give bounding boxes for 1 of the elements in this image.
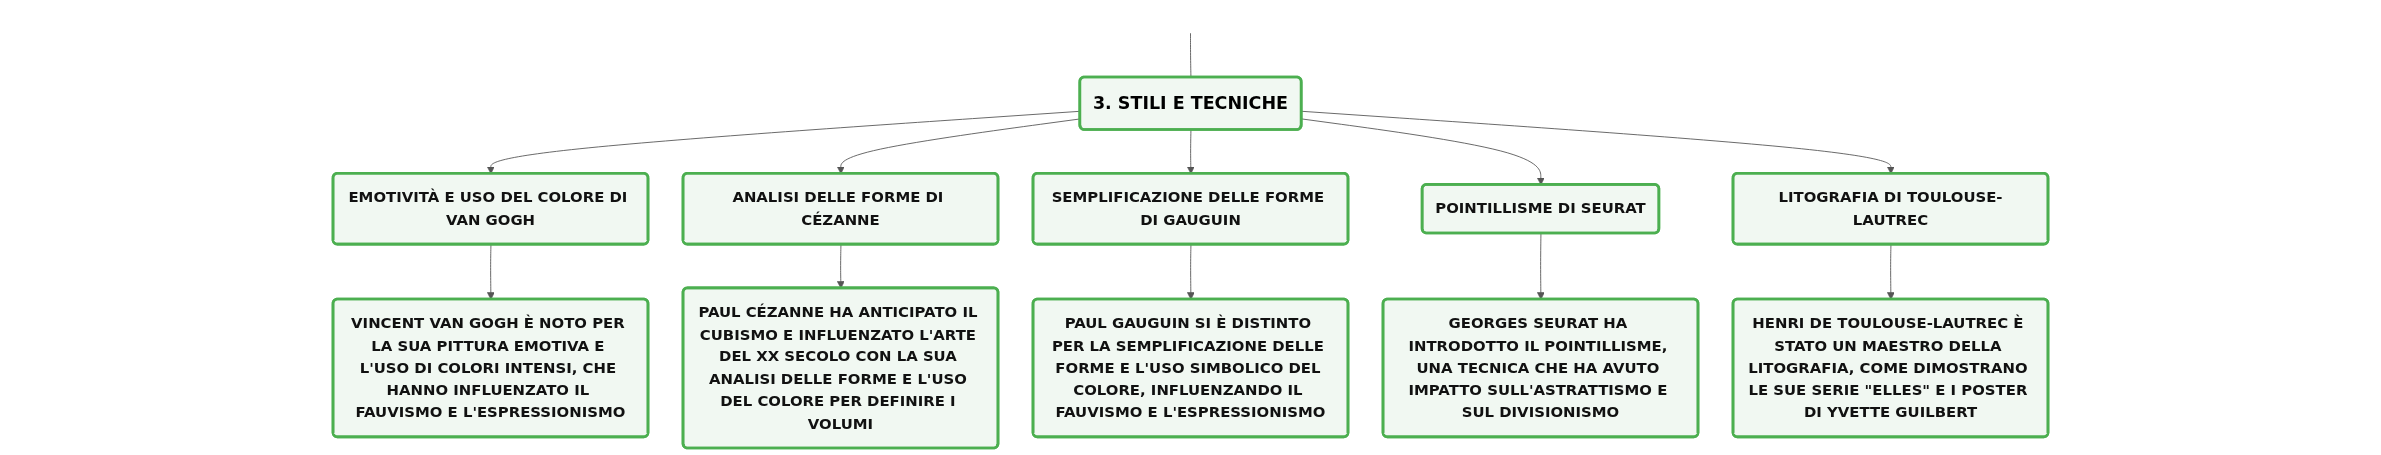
connector xyxy=(1190,32,1192,78)
